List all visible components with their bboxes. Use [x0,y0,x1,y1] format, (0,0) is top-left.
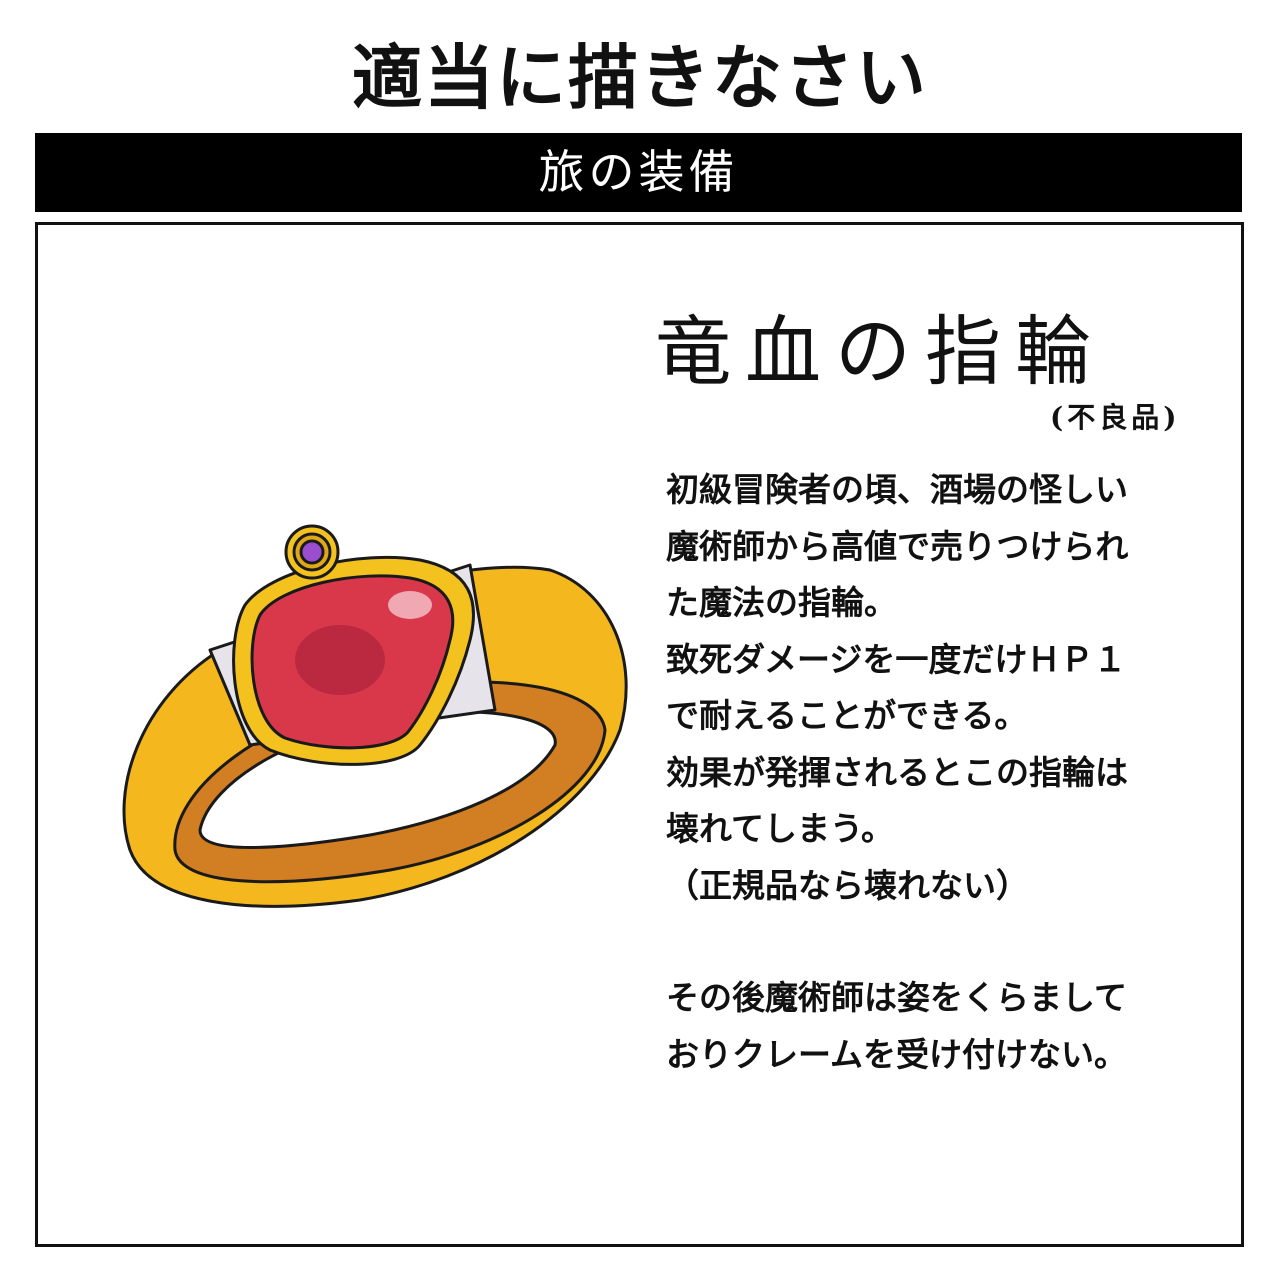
epilogue-line: おりクレームを受け付けない。 [666,1034,1128,1074]
ring-small-gem [299,539,325,565]
description-line: た魔法の指輪。 [666,583,897,622]
ring-illustration [122,524,628,908]
item-name: 竜血の指輪 [655,307,1105,396]
description-line: 魔術師から高値で売りつけられ [666,526,1129,566]
item-note: (不良品) [1050,401,1181,434]
description-line: 致死ダメージを一度だけＨＰ１ [666,639,1127,679]
page-title: 適当に描きなさい [352,37,928,119]
description-line: で耐えることができる。 [666,696,1028,735]
item-description: 初級冒険者の頃、酒場の怪しい 魔術師から高値で売りつけられ た魔法の指輪。 致死… [666,462,1226,1083]
spacer [666,914,1226,970]
section-banner: 旅の装備 [35,133,1242,212]
epilogue-line: その後魔術師は姿をくらまして [666,978,1128,1017]
description-line: 効果が発揮されるとこの指輪は [666,752,1128,792]
description-line: （正規品なら壊れない） [666,865,1029,905]
description-line: 初級冒険者の頃、酒場の怪しい [666,470,1128,509]
description-line: 壊れてしまう。 [666,809,895,848]
